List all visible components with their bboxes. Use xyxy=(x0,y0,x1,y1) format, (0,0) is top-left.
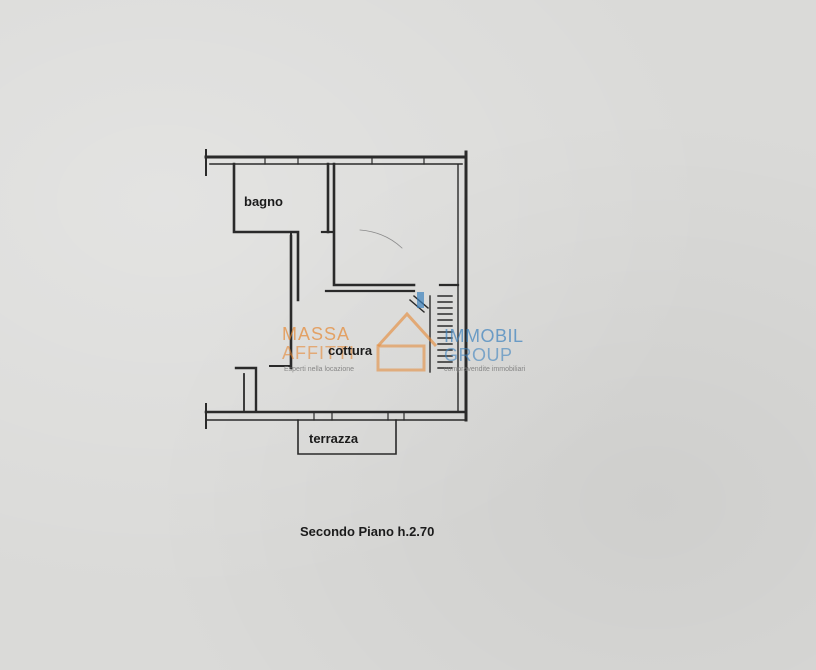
door-swing xyxy=(359,229,403,249)
watermark-left-tagline: Esperti nella locazione xyxy=(284,366,355,373)
bagno-walls xyxy=(232,162,300,302)
watermark-right-tagline: compravendite immobiliari xyxy=(444,366,526,373)
floor-caption: Secondo Piano h.2.70 xyxy=(300,524,435,539)
watermark-affitti: AFFITTI xyxy=(282,343,355,363)
terrazza-outline xyxy=(297,419,397,455)
room-label-bagno: bagno xyxy=(244,194,283,209)
watermark-immobil: IMMOBIL xyxy=(444,326,524,346)
window-bottom xyxy=(313,411,405,421)
watermark-group: GROUP xyxy=(444,345,513,365)
room-label-cottura: cottura xyxy=(328,343,373,358)
house-logo-icon xyxy=(376,292,438,372)
window-top-left xyxy=(264,156,299,165)
watermark-massa: MASSA xyxy=(282,324,351,344)
bedroom-lower-wall xyxy=(332,162,416,287)
room-label-terrazza: terrazza xyxy=(309,431,359,446)
window-top-right xyxy=(371,156,425,165)
